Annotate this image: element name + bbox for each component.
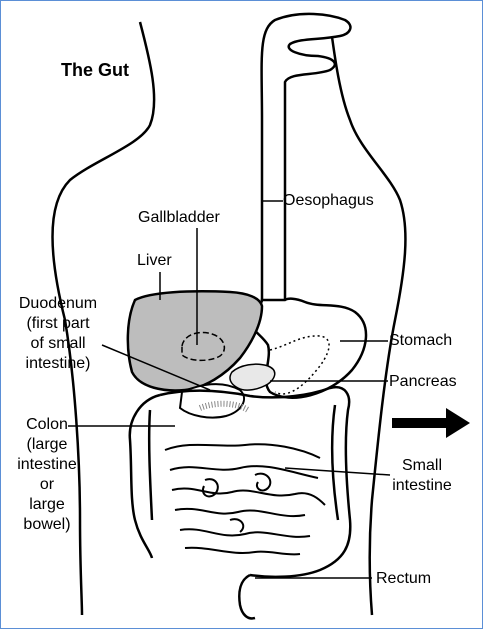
page-title: The Gut [61,60,129,80]
stomach-dotted-outline [269,335,330,395]
colon [128,385,352,579]
label-liver: Liver [137,252,172,269]
rectum [238,573,256,620]
leader-lines [68,200,391,579]
label-colon: Colon (large intestine or large bowel) [17,416,77,533]
leader-duodenum [101,344,211,391]
label-pancreas: Pancreas [389,373,457,390]
liver [126,290,264,392]
right-arrow-icon [392,408,470,438]
leader-small-intestine [284,467,391,476]
label-gallbladder: Gallbladder [138,209,220,226]
label-small-intestine: Small intestine [392,457,452,494]
small-intestine [164,443,326,556]
label-rectum: Rectum [376,570,432,587]
body-outline [51,21,407,616]
label-oesophagus: Oesophagus [283,192,374,209]
pancreas [229,363,276,391]
duodenum-dotted [198,400,250,413]
label-duodenum: Duodenum (first part of small intestine) [18,295,98,372]
gallbladder [181,331,226,362]
oesophagus-tube [260,12,352,300]
duodenum [178,383,245,419]
label-stomach: Stomach [389,332,453,349]
